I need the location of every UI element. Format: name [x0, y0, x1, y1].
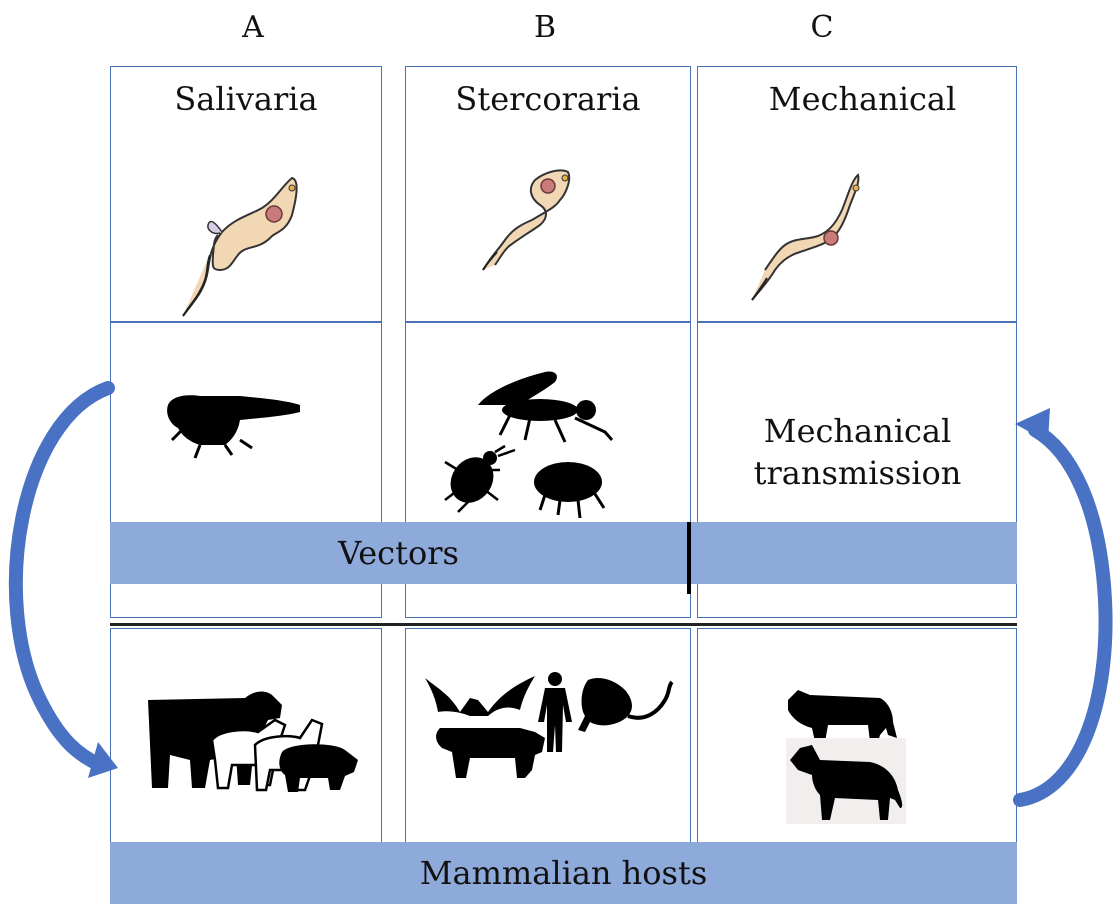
cow-icon: [436, 728, 545, 778]
tsetse-fly-icon: [167, 395, 300, 458]
right-curved-arrow-icon: [1015, 408, 1106, 800]
left-curved-arrow-icon: [16, 388, 118, 778]
pig-icon: [279, 744, 358, 792]
rat-icon: [578, 678, 672, 732]
trypanosome-icon: [752, 175, 859, 300]
horse-fly-icon: [478, 372, 612, 442]
horse-icon: [786, 738, 906, 824]
trypanosome-icon: [483, 170, 569, 270]
triatomine-bug-icon: [442, 446, 515, 512]
cow-icon: [788, 690, 897, 742]
trypanosome-icon: [183, 178, 297, 316]
flea-icon: [534, 462, 604, 518]
bat-icon: [425, 676, 535, 716]
